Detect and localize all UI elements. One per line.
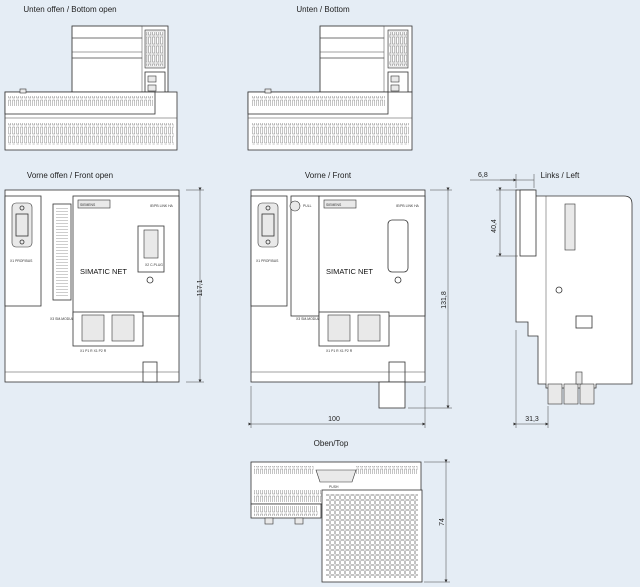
front-x1-label: X1 PROFIBUS: [256, 259, 279, 263]
view-title-top: Oben/Top: [314, 439, 349, 448]
dim-value-left-height: 40,4: [491, 219, 498, 233]
front-open-x2-label: X2 C-PLUG: [145, 263, 163, 267]
front-open-view: SIEMENS IE/PB LINK HA SIMATIC NET X1 PRO…: [4, 189, 180, 383]
top-view: PUSH: [250, 461, 423, 583]
top-push-label: PUSH: [329, 485, 339, 489]
front-x3-label: X3 SM-MODULE: [296, 317, 323, 321]
dim-front-width: 100: [248, 386, 426, 428]
left-view: [515, 189, 633, 405]
front-open-x1-label: X1 PROFIBUS: [10, 259, 33, 263]
rj45-port-1-front: [327, 314, 351, 342]
rj45-port-2: [111, 314, 135, 342]
front-open-brand: SIMATIC NET: [80, 267, 127, 276]
view-title-bottom: Unten / Bottom: [296, 5, 350, 14]
dim-value-top-depth: 74: [439, 518, 446, 526]
bottom-view: [247, 25, 413, 151]
rj45-port-1: [81, 314, 105, 342]
front-pull-label: PULL: [303, 204, 312, 208]
front-open-model: IE/PB LINK HA: [150, 204, 174, 208]
view-title-front-open: Vorne offen / Front open: [27, 171, 113, 180]
dim-value-left-depth: 31,3: [525, 416, 539, 423]
dim-left-top-offset: 6,8: [470, 172, 535, 188]
front-model: IE/PB LINK HA: [396, 204, 420, 208]
dim-left-depth: 31,3: [513, 330, 549, 428]
dim-left-height: 40,4: [491, 187, 518, 257]
view-title-left: Links / Left: [541, 171, 580, 180]
svg-text:SIEMENS: SIEMENS: [80, 203, 96, 207]
bottom-open-view: [4, 25, 178, 151]
svg-text:SIEMENS: SIEMENS: [326, 203, 342, 207]
dim-top-depth: 74: [424, 459, 450, 583]
dim-value-left-top-offset: 6,8: [478, 172, 488, 179]
front-port-label: X1 P1 R X1 P2 R: [326, 349, 353, 353]
front-brand: SIMATIC NET: [326, 267, 373, 276]
dim-value-front-width: 100: [328, 416, 340, 423]
dim-front-open-height: 117,1: [186, 187, 204, 383]
dim-value-front-open-height: 117,1: [197, 279, 204, 296]
front-open-x3-label: X3 SM-MODULE: [50, 317, 77, 321]
view-title-front: Vorne / Front: [305, 171, 352, 180]
front-view: PULL SIEMENS IE/PB LINK HA SIMATIC NET X…: [250, 189, 426, 409]
pull-latch-icon: [289, 200, 301, 212]
view-title-bottom-open: Unten offen / Bottom open: [23, 5, 116, 14]
front-open-port-label: X1 P1 R X1 P2 R: [80, 349, 107, 353]
rj45-port-2-front: [357, 314, 381, 342]
dim-front-height: 131,8: [408, 187, 452, 409]
dim-value-front-height: 131,8: [441, 291, 448, 309]
